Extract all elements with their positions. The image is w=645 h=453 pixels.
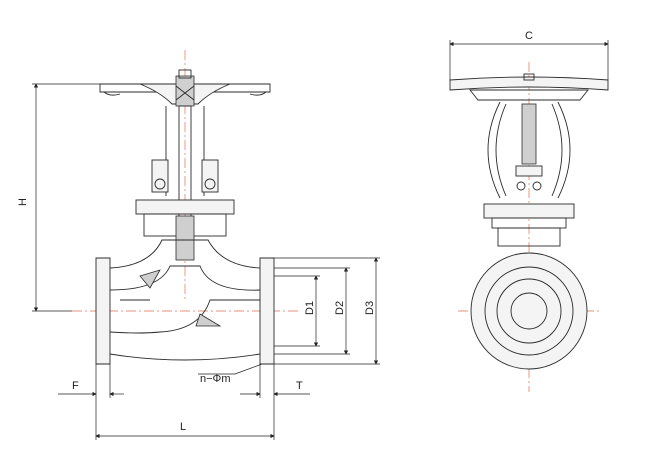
dim-label-c: C	[525, 30, 533, 42]
dim-label-f: F	[72, 380, 79, 392]
front-view	[72, 50, 300, 365]
dim-label-d1: D1	[304, 301, 316, 315]
bonnet	[135, 106, 235, 261]
side-handwheel	[449, 73, 609, 101]
side-view	[449, 62, 609, 392]
side-stem	[521, 103, 537, 165]
valve-body	[95, 239, 275, 365]
side-dimensions: C	[449, 30, 609, 80]
dim-label-h: H	[17, 198, 29, 206]
dim-label-l: L	[180, 421, 186, 433]
handwheel	[99, 69, 271, 107]
dim-label-holes: n−Φm	[200, 373, 230, 385]
dim-label-d3: D3	[364, 301, 376, 315]
dim-label-t: T	[296, 380, 303, 392]
dim-label-d2: D2	[334, 301, 346, 315]
side-bonnet-flange	[483, 203, 575, 219]
front-dimensions: H D1 D2 D3 n−Φm F T L	[17, 83, 380, 440]
